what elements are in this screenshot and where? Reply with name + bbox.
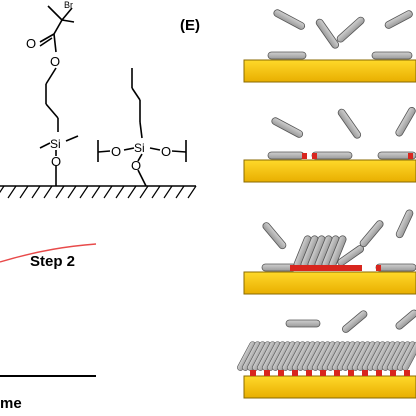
rod-free <box>273 9 306 30</box>
stage-4 <box>237 309 416 399</box>
rod-free <box>341 310 368 333</box>
rod-tilted <box>402 341 416 371</box>
panel-label-e: (E) <box>180 17 200 34</box>
rod-anchor <box>408 153 413 159</box>
rod-anchor <box>334 370 340 376</box>
rod-free <box>336 16 365 43</box>
rod-anchor-row <box>290 265 362 271</box>
molecule-schematic <box>0 5 196 187</box>
rod-lying <box>267 151 305 160</box>
silicon-1-label: Si <box>50 137 61 151</box>
stage-2 <box>243 107 416 183</box>
rod-anchor <box>312 153 317 159</box>
rod-anchor <box>264 370 270 376</box>
rod-free <box>262 222 287 250</box>
substrate-3 <box>243 271 416 295</box>
rod-anchor <box>404 370 410 376</box>
rod-anchor <box>250 370 256 376</box>
side-oxygen-left-label: O <box>111 144 121 159</box>
rod-anchor <box>348 370 354 376</box>
step-2-curve <box>0 243 97 263</box>
bromine-label: Br <box>64 0 73 10</box>
silicon-2-label: Si <box>134 141 145 155</box>
stage-1 <box>243 9 416 83</box>
rod-free <box>315 18 340 49</box>
surface-oxygen-2-label: O <box>131 158 141 173</box>
x-axis-label: me <box>0 395 22 412</box>
rod-free <box>337 108 362 139</box>
rod-anchor <box>390 370 396 376</box>
ester-chain-oxygen-label: O <box>50 54 60 69</box>
rod-free <box>384 10 413 29</box>
substrate-2 <box>243 159 416 183</box>
substrate-4 <box>243 375 416 399</box>
rod-free <box>395 309 416 330</box>
rod-anchor <box>306 370 312 376</box>
rod-lying <box>375 263 416 272</box>
rod-anchor <box>362 370 368 376</box>
surface-hatching <box>0 185 197 199</box>
rod-lying <box>267 51 307 60</box>
rod-free <box>285 319 321 328</box>
rod-lying <box>377 151 416 160</box>
rod-anchor <box>320 370 326 376</box>
stage-3 <box>243 209 416 295</box>
rod-free <box>359 220 384 248</box>
step-2-label: Step 2 <box>30 253 75 270</box>
surface-oxygen-1-label: O <box>51 154 61 169</box>
substrate-1 <box>243 59 416 83</box>
rod-anchor <box>292 370 298 376</box>
rod-anchor <box>376 370 382 376</box>
rod-anchor <box>278 370 284 376</box>
side-oxygen-right-label: O <box>161 144 171 159</box>
rod-lying <box>371 51 413 60</box>
rod-free <box>395 209 414 239</box>
ester-carbonyl-oxygen-label: O <box>26 36 36 51</box>
rod-lying <box>311 151 353 160</box>
rod-free <box>271 117 304 138</box>
rod-free <box>395 107 416 137</box>
rod-anchor <box>376 265 381 271</box>
rod-anchor <box>302 153 307 159</box>
dense-rod-layer <box>237 341 416 376</box>
